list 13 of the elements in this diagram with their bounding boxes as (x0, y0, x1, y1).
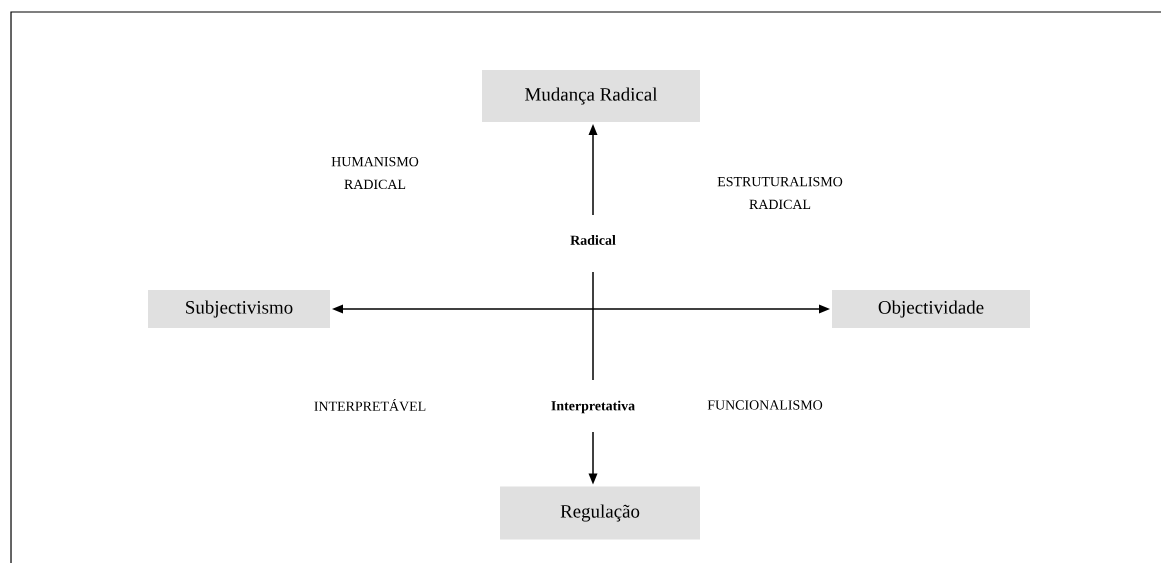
arrow (332, 304, 830, 314)
label-text: Radical (570, 235, 616, 245)
label-text: FUNCIONALISMO (707, 400, 823, 410)
label-text: HUMANISMO RADICAL (331, 156, 419, 190)
label-text: Interpretativa (551, 400, 635, 414)
arrow (588, 431, 598, 485)
label-text: ESTRUTURALISMO RADICAL (717, 176, 843, 210)
label-text: INTERPRETÁVEL (314, 398, 426, 412)
shaded-box: Regulação (500, 486, 700, 540)
arrow (588, 124, 598, 216)
shaded-box: Objectividade (832, 290, 1030, 328)
shaded-box: Subjectivismo (148, 290, 330, 328)
shaded-box: Mudança Radical (482, 70, 700, 122)
